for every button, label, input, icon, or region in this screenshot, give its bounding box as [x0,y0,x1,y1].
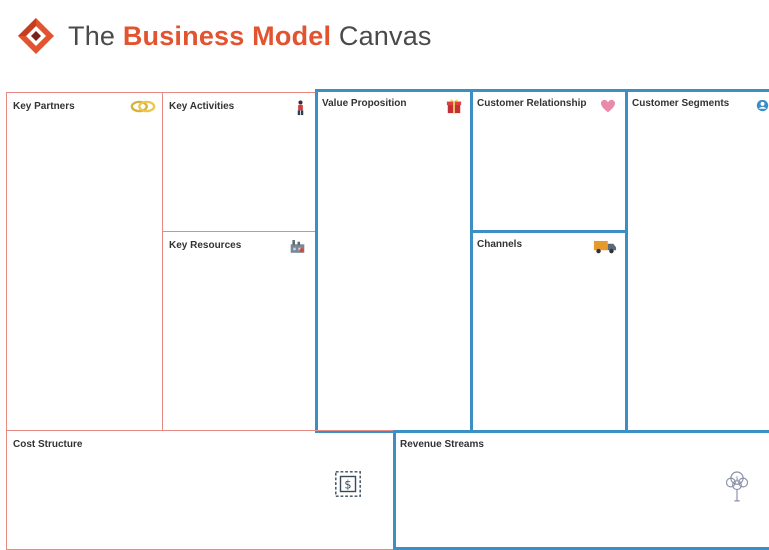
customer-relationship-label: Customer Relationship [477,98,587,109]
title-suffix: Canvas [338,20,432,51]
person-icon [756,99,769,112]
customer-segments-label: Customer Segments [632,98,730,109]
linked-rings-icon [130,100,156,113]
channels-block: Channels [470,230,628,433]
key-activities-block: Key Activities [162,92,317,232]
key-resources-block: Key Resources [162,231,317,431]
key-activities-label: Key Activities [169,101,235,112]
title-bold: Business Model [122,20,332,51]
key-partners-label: Key Partners [13,101,75,112]
money-tree-icon: $ [725,471,749,502]
customer-relationship-block: Customer Relationship [470,89,628,233]
delivery-truck-icon [593,240,617,254]
revenue-streams-block: Revenue Streams $ [393,430,769,550]
value-proposition-block: Value Proposition [315,89,473,433]
cost-structure-label: Cost Structure [13,439,83,450]
channels-label: Channels [477,239,523,250]
logo-icon [18,18,54,54]
svg-text:$: $ [735,476,738,482]
customer-segments-block: Customer Segments [625,89,769,433]
key-partners-block: Key Partners [6,92,163,431]
value-proposition-label: Value Proposition [322,98,407,109]
key-resources-label: Key Resources [169,240,242,251]
cost-structure-block: Cost Structure $ [6,430,395,550]
heart-icon [600,99,616,113]
revenue-streams-label: Revenue Streams [400,439,484,450]
page-title: The Business Model Canvas [68,21,432,52]
worker-icon [297,100,304,116]
factory-icon [290,240,305,253]
svg-text:$: $ [344,479,351,492]
price-tag-icon: $ [335,471,361,497]
gift-icon [446,99,462,114]
header: The Business Model Canvas [16,12,432,60]
title-prefix: The [68,20,116,51]
